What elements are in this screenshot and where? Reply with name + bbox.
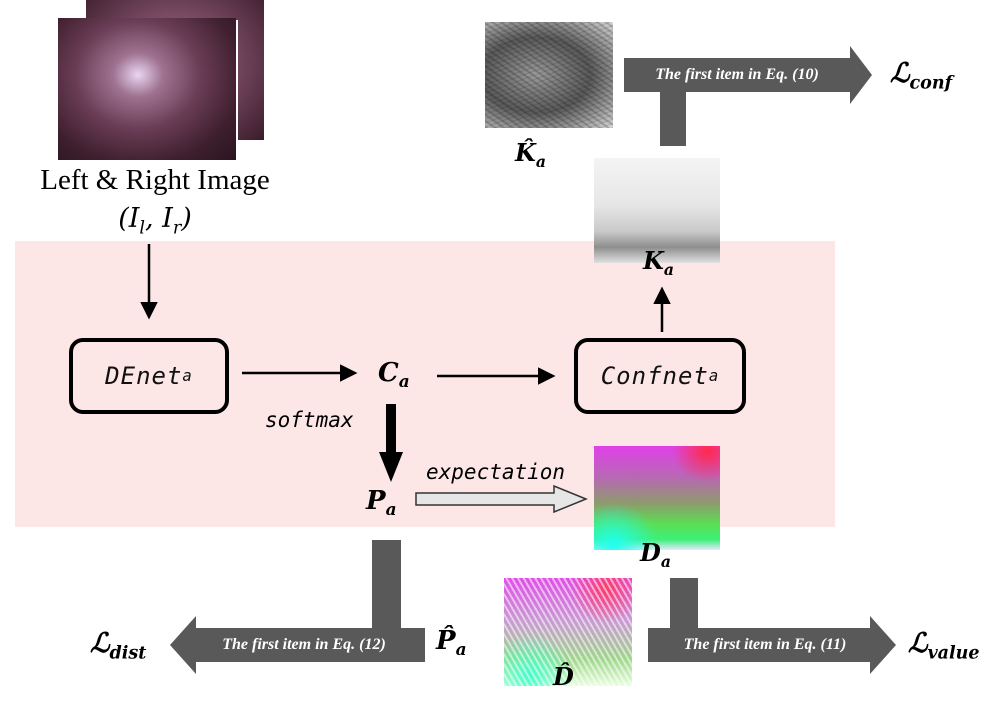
confidence-map-label: Ka [643,246,674,279]
loss-conf-bar [624,46,872,146]
left-image-thumbnail [58,18,236,160]
depth-gt-map [504,578,632,686]
softmax-label: softmax [265,408,354,432]
input-symbol: (Il, Ir) [118,203,192,239]
probability-volume-label: Pa [366,486,397,520]
probability-gt-label: P̂a [436,626,467,660]
loss-dist-bar [170,540,425,674]
input-caption: Left & Right Image [0,164,310,197]
loss-conf-label: ℒconf [890,58,953,94]
depth-gt-label: D̂ [553,662,574,691]
cost-volume-label: Ca [378,358,410,392]
expectation-label: expectation [426,460,566,484]
confidence-gt-label: K̂a [515,138,546,171]
depth-map-label: Da [640,538,671,571]
loss-dist-label: ℒdist [90,628,147,664]
loss-conf-text: The first item in Eq. (10) [655,66,819,83]
loss-value-bar [648,578,896,674]
confidence-gt-map [485,22,613,128]
loss-dist-text: The first item in Eq. (12) [222,636,386,653]
depth-map [594,446,720,550]
arrow-softmax [379,404,403,482]
confidence-map [594,158,720,263]
loss-value-label: ℒvalue [908,628,980,664]
input-caption-line1: Left & Right Image [40,164,270,196]
loss-value-text: The first item in Eq. (11) [683,636,847,653]
arrow-expectation [415,484,588,514]
